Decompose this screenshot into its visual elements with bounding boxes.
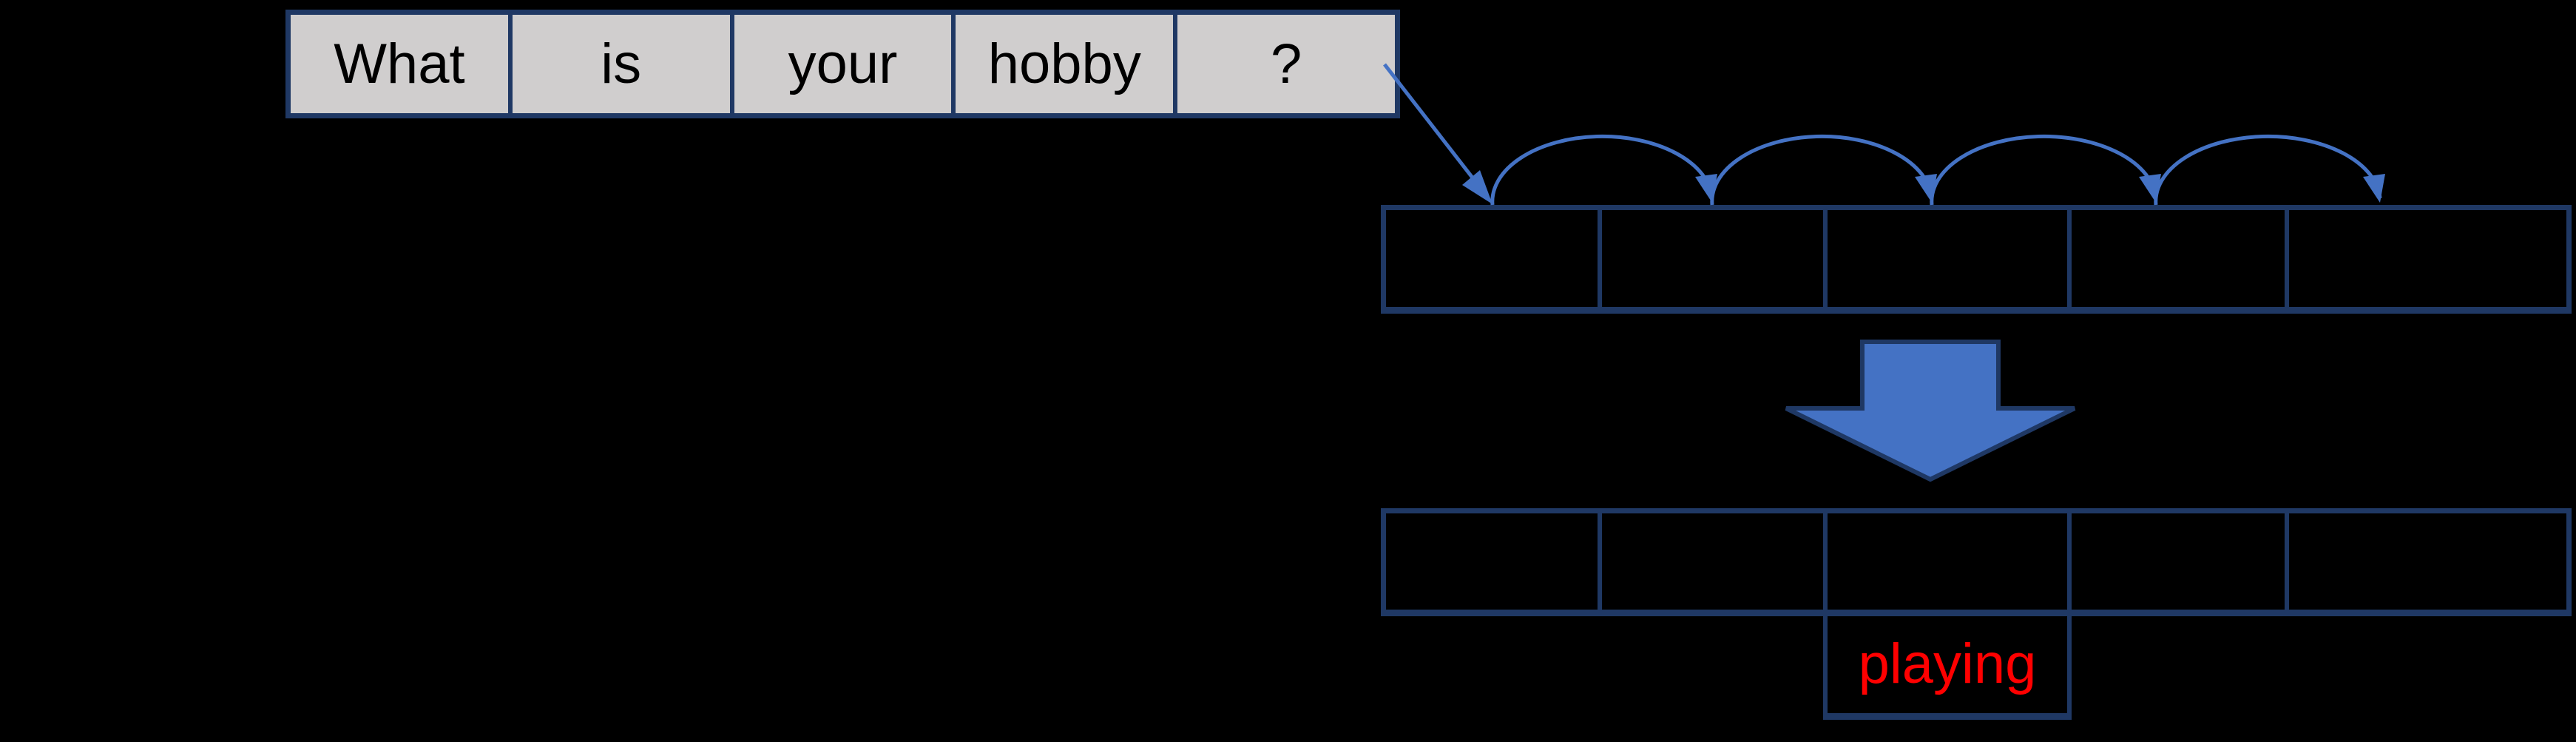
sentence-to-token-arrowhead	[1462, 170, 1492, 204]
sentence-cell: ?	[1177, 15, 1395, 113]
token-cell	[2289, 210, 2566, 307]
token-cell	[1602, 210, 1828, 307]
hop-arc-4	[2154, 134, 2382, 206]
output-cell	[1828, 513, 2072, 610]
sentence-cell: is	[512, 15, 734, 113]
hop-arc-1	[1490, 134, 1714, 206]
token-cell	[1828, 210, 2072, 307]
prediction-box: playing	[1823, 615, 2072, 720]
sentence-cell: hobby	[956, 15, 1178, 113]
sentence-cell: your	[734, 15, 956, 113]
output-cell	[2289, 513, 2566, 610]
transform-block-arrow	[1785, 340, 2076, 482]
output-cell	[1602, 513, 1828, 610]
sentence-cell: What	[291, 15, 513, 113]
output-row	[1381, 508, 2572, 616]
output-cell	[2072, 513, 2289, 610]
hop-arrowhead-4	[2363, 174, 2385, 203]
hop-arrowhead-3	[2139, 174, 2161, 203]
output-cell	[1386, 513, 1602, 610]
hop-arrowhead-1	[1695, 174, 1717, 203]
token-cell	[2072, 210, 2289, 307]
token-row	[1381, 205, 2572, 314]
prediction-label: playing	[1858, 633, 2037, 695]
hop-arc-2	[1710, 134, 1934, 206]
token-cell	[1386, 210, 1602, 307]
hop-arc-3	[1930, 134, 2158, 206]
hop-arrowhead-2	[1915, 174, 1937, 203]
